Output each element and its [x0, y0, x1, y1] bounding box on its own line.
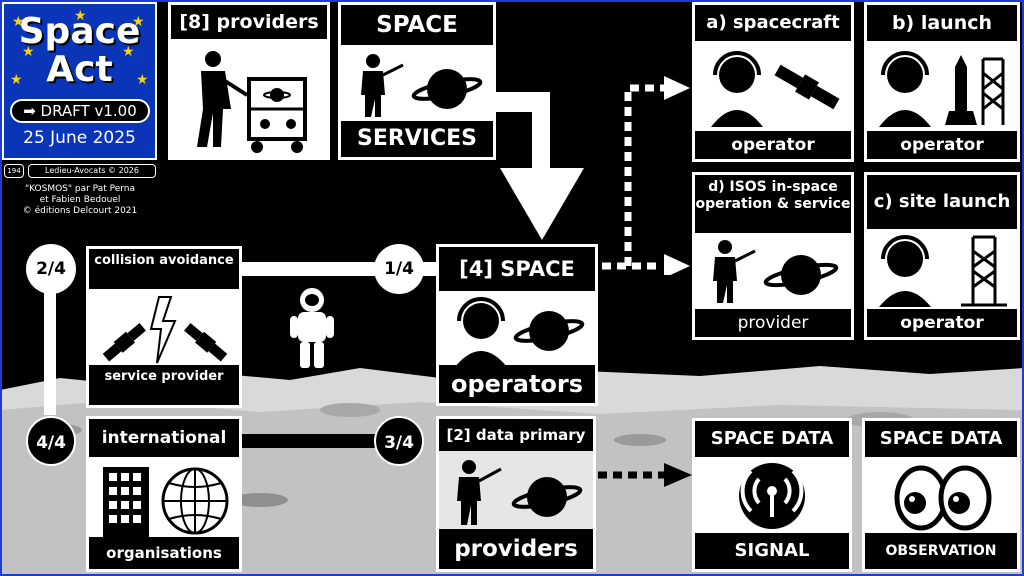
- operator-rocket-icon: [879, 51, 1005, 127]
- tile-space-operators-label: operators: [439, 365, 595, 403]
- tile-site-launch-operator: c) site launch operator: [864, 172, 1020, 340]
- badge-title-space: Space: [18, 11, 141, 52]
- svg-text:★: ★: [10, 72, 23, 88]
- tile-data-primary-label: providers: [439, 529, 593, 569]
- badge-title-act: Act: [46, 49, 113, 90]
- step-2-of-4: 2/4: [26, 244, 76, 294]
- tile-space-services: SPACE SERVICES: [338, 2, 496, 160]
- connector-collision-to-step1: [238, 262, 388, 276]
- tile-spacecraft-operator: a) spacecraft operator: [692, 2, 854, 162]
- tile-space-services-label: SERVICES: [341, 121, 493, 157]
- credits-line-2: et Fabien Bedouel: [39, 195, 121, 205]
- connector-international-to-step3: [238, 434, 388, 448]
- copyright-label: Ledieu-Avocats © 2026: [28, 164, 156, 178]
- svg-text:★: ★: [122, 44, 135, 60]
- colliding-satellites-icon: [102, 296, 228, 364]
- tile-isos-title: d) ISOS in-space operation & service: [695, 175, 851, 233]
- presenter-planet-icon: [713, 240, 839, 303]
- tile-international-label: organisations: [89, 537, 239, 569]
- dotted-arrow-providers-to-signal: [598, 463, 692, 487]
- tile-collision-title: collision avoidance: [89, 249, 239, 289]
- tile-launch-operator: b) launch operator: [864, 2, 1020, 162]
- credits: "KOSMOS" par Pat Perna et Fabien Bedouel…: [4, 184, 156, 217]
- tile-international-organisations: international organisations: [86, 416, 242, 572]
- tile-providers-8: [8] providers: [168, 2, 330, 160]
- astronaut-icon: [290, 288, 334, 368]
- tile-space-operators-title: [4] SPACE: [439, 247, 595, 291]
- tile-space-services-title: SPACE: [341, 5, 493, 45]
- tile-launch-title: b) launch: [867, 5, 1017, 41]
- svg-text:★: ★: [136, 72, 149, 88]
- credits-line-1: "KOSMOS" par Pat Perna: [24, 184, 136, 194]
- credits-line-3: © éditions Delcourt 2021: [22, 206, 138, 216]
- dotted-arrows-operators-to-categories: [602, 76, 690, 275]
- tile-spacecraft-title: a) spacecraft: [695, 5, 851, 41]
- tile-signal-label: SIGNAL: [695, 533, 849, 569]
- draft-version: ➡ DRAFT v1.00: [10, 99, 150, 123]
- page-number: 194: [4, 164, 24, 178]
- svg-text:★: ★: [132, 14, 145, 30]
- tile-spacecraft-label: operator: [695, 131, 851, 159]
- tile-space-operators: [4] SPACE operators: [436, 244, 598, 406]
- step-1-of-4: 1/4: [374, 244, 424, 294]
- svg-text:★: ★: [74, 8, 87, 24]
- badge-date: 25 June 2025: [23, 128, 136, 148]
- tile-international-title: international: [89, 419, 239, 457]
- tile-space-data-signal: SPACE DATA SIGNAL: [692, 418, 852, 572]
- delivery-worker-icon: [197, 51, 307, 153]
- eu-stars-icon: ★ ★ ★ ★ ★ ★ ★: [10, 8, 149, 88]
- tile-data-primary-title: [2] data primary: [439, 419, 593, 451]
- step-3-of-4: 3/4: [374, 416, 424, 466]
- presenter-planet-icon: [361, 54, 483, 117]
- tile-signal-title: SPACE DATA: [695, 421, 849, 457]
- operator-satellite-icon: [711, 51, 840, 127]
- operator-planet-icon: [455, 297, 585, 367]
- tile-observation-title: SPACE DATA: [865, 421, 1017, 457]
- operator-launch-tower-icon: [879, 235, 1007, 307]
- signal-antenna-icon: [739, 463, 805, 529]
- tile-observation-label: OBSERVATION: [865, 533, 1017, 569]
- tile-isos-label: provider: [695, 309, 851, 337]
- arrow-services-to-operators: [494, 92, 584, 240]
- eyes-icon: [894, 465, 992, 531]
- tile-launch-label: operator: [867, 131, 1017, 159]
- tile-isos-provider: d) ISOS in-space operation & service pro…: [692, 172, 854, 340]
- tile-site-launch-title: c) site launch: [867, 175, 1017, 229]
- building-globe-icon: [103, 467, 229, 539]
- tile-collision-avoidance: collision avoidance service provider: [86, 246, 242, 408]
- tile-space-data-observation: SPACE DATA OBSERVATION: [862, 418, 1020, 572]
- svg-text:★: ★: [22, 44, 35, 60]
- tile-site-launch-label: operator: [867, 309, 1017, 337]
- step-4-of-4: 4/4: [26, 416, 76, 466]
- space-act-badge: ★ ★ ★ ★ ★ ★ ★ Space Act ➡ DRAFT v1.00 25…: [2, 2, 157, 160]
- tile-collision-label: service provider: [89, 365, 239, 405]
- tile-providers-8-title: [8] providers: [171, 5, 327, 39]
- tile-data-primary-providers: [2] data primary providers: [436, 416, 596, 572]
- presenter-planet-icon: [457, 460, 583, 525]
- svg-text:★: ★: [12, 14, 25, 30]
- connector-step2-to-step4: [44, 290, 56, 415]
